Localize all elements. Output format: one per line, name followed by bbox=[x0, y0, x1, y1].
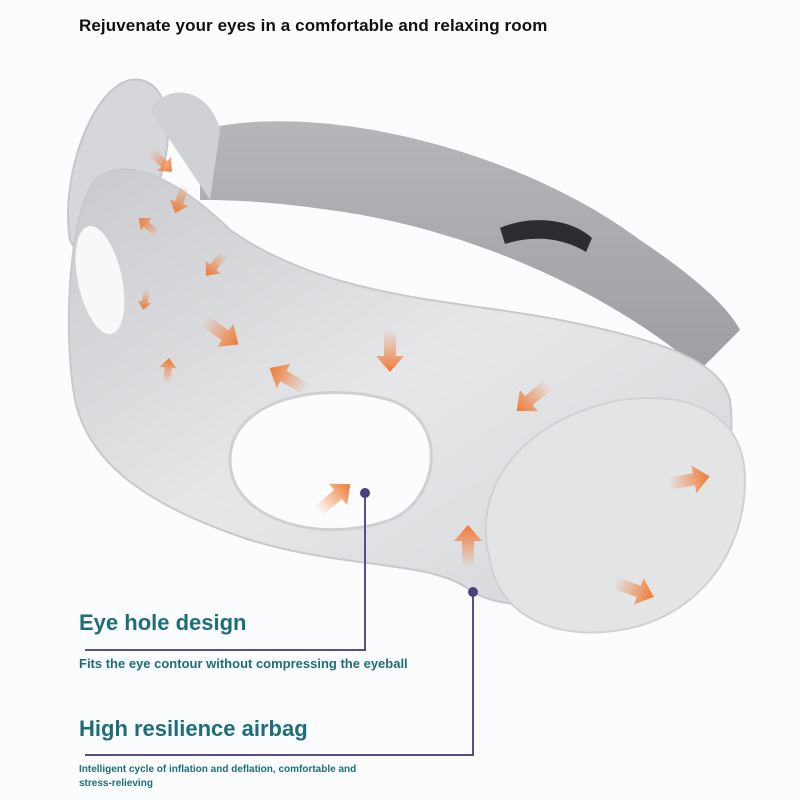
airbag-marker-dot bbox=[468, 587, 478, 597]
strap bbox=[200, 121, 740, 370]
eye-hole-marker-dot bbox=[360, 488, 370, 498]
callout-connectors bbox=[85, 493, 474, 756]
page-headline: Rejuvenate your eyes in a comfortable an… bbox=[79, 16, 548, 35]
airbag-connector-line bbox=[85, 592, 474, 756]
feature-desc-eye-hole: Fits the eye contour without compressing… bbox=[79, 656, 408, 671]
buckle-icon bbox=[500, 220, 592, 252]
feature-desc-airbag: Intelligent cycle of inflation and defla… bbox=[79, 764, 357, 789]
feature-title-eye-hole: Eye hole design bbox=[79, 610, 247, 635]
feature-title-airbag: High resilience airbag bbox=[79, 716, 308, 741]
eye-hole-connector-line bbox=[85, 493, 366, 651]
